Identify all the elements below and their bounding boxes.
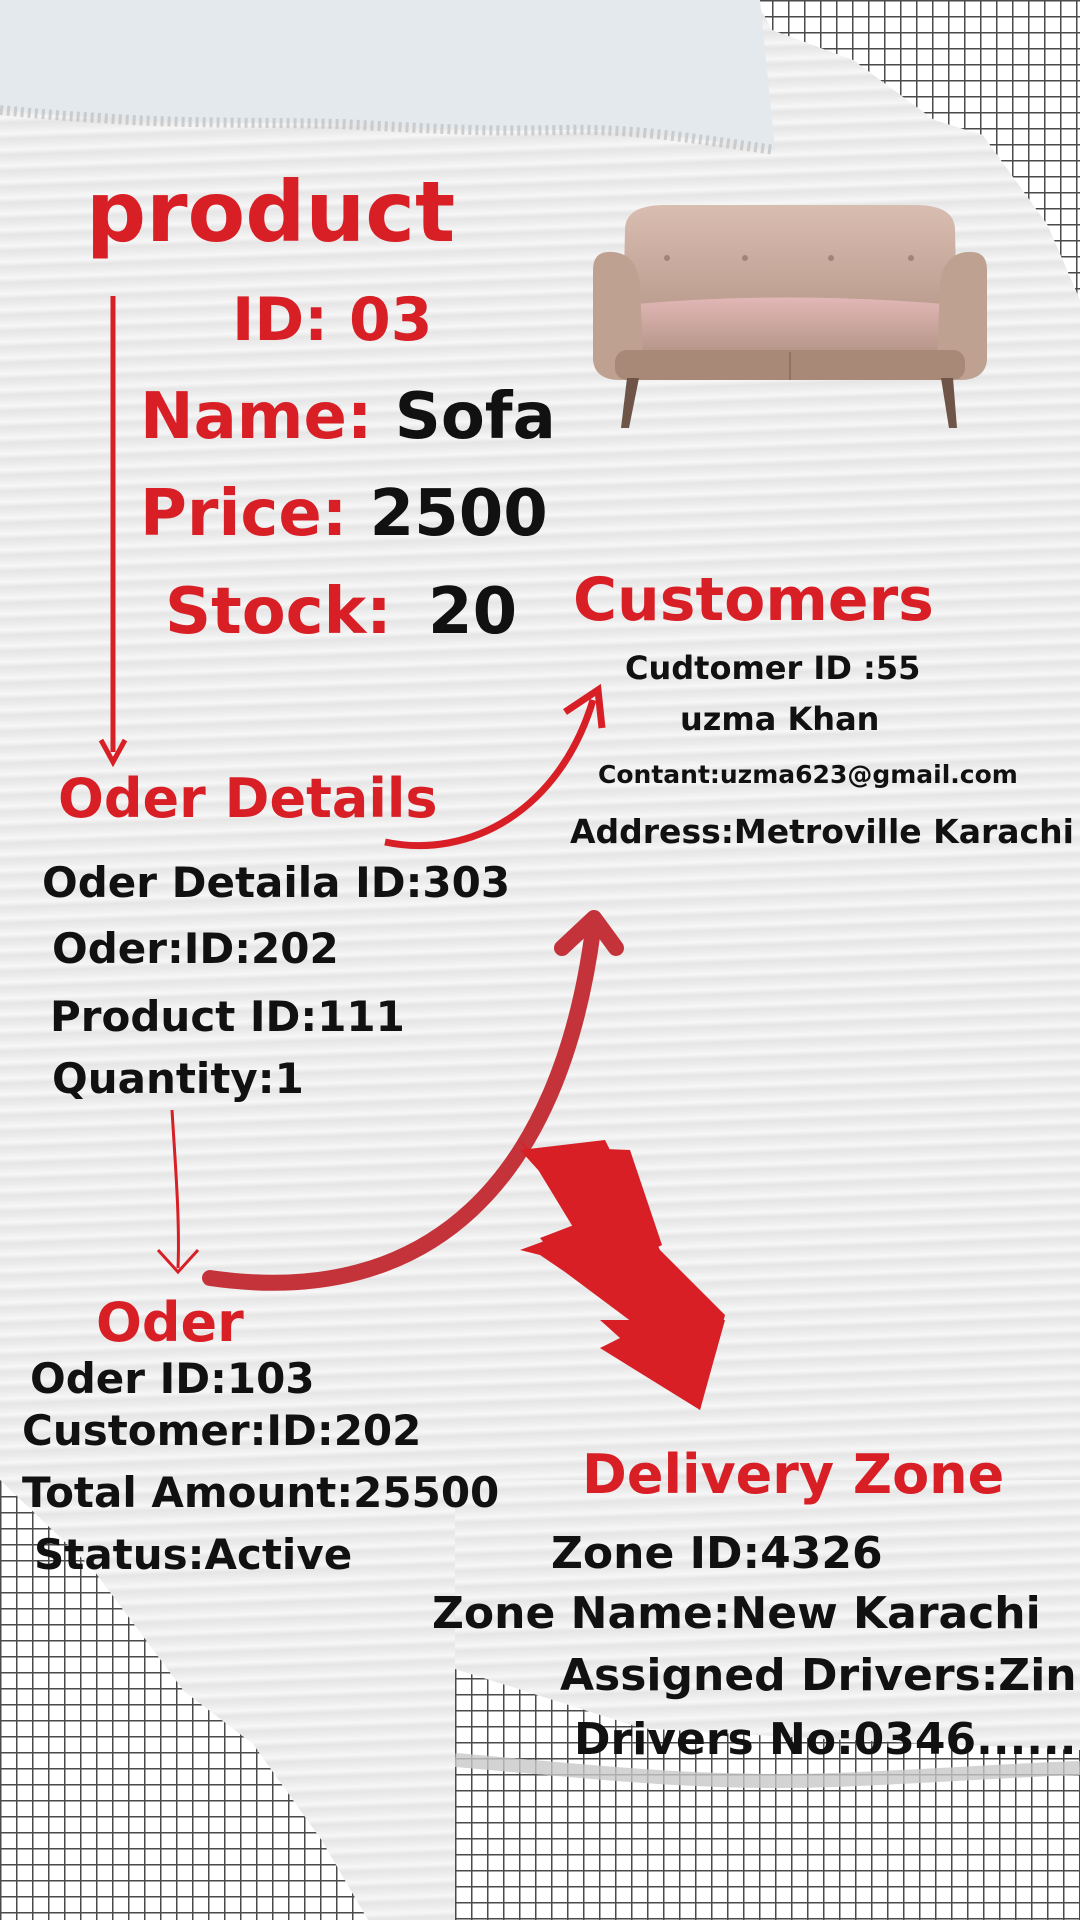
- customers-title: Customers: [573, 565, 934, 635]
- order-details-title: Oder Details: [58, 767, 438, 830]
- paper-overlay-bottom: [455, 1480, 1080, 1750]
- product-stock-row: Stock: 20: [165, 580, 517, 644]
- arrow-order-details-to-order: [170, 1109, 180, 1269]
- order-customer-id: Customer:ID:202: [22, 1406, 422, 1455]
- order-details-quantity: Quantity:1: [52, 1054, 304, 1103]
- delivery-zone-id: Zone ID:4326: [551, 1528, 883, 1579]
- order-id: Oder ID:103: [30, 1354, 315, 1403]
- delivery-zone-name: Zone Name:New Karachi: [432, 1588, 1041, 1639]
- delivery-assigned-drivers: Assigned Drivers:Zin: [560, 1650, 1077, 1701]
- sofa-image: [593, 205, 987, 428]
- torn-edge-bottom: [455, 1753, 1080, 1788]
- order-details-product-id: Product ID:111: [50, 992, 405, 1041]
- customer-contact: Contant:uzma623@gmail.com: [598, 760, 1018, 789]
- torn-edge-top: [0, 0, 776, 155]
- product-stock-label: Stock:: [165, 575, 392, 649]
- arrow-order-details-to-customers: [384, 698, 597, 849]
- product-name-value: Sofa: [394, 380, 556, 454]
- arrow-order-to-customers: [202, 922, 601, 1291]
- order-total-amount: Total Amount:25500: [22, 1468, 500, 1517]
- product-title: product: [86, 163, 456, 261]
- order-detail-id: Oder Detaila ID:303: [42, 858, 511, 907]
- product-name-row: Name: Sofa: [140, 385, 556, 449]
- customer-address: Address:Metroville Karachi: [570, 812, 1074, 851]
- arrow-to-delivery-zone: [520, 1140, 725, 1410]
- customer-id: Cudtomer ID :55: [625, 649, 921, 687]
- product-name-label: Name:: [140, 380, 373, 454]
- product-price-row: Price: 2500: [140, 482, 548, 546]
- order-details-order-id: Oder:ID:202: [52, 924, 339, 973]
- delivery-drivers-no: Drivers No:0346.......: [574, 1714, 1080, 1765]
- delivery-zone-title: Delivery Zone: [582, 1443, 1005, 1506]
- customer-name: uzma Khan: [680, 700, 880, 738]
- order-status: Status:Active: [34, 1530, 353, 1579]
- product-stock-value: 20: [428, 575, 518, 649]
- product-price-label: Price:: [140, 477, 348, 551]
- order-title: Oder: [96, 1291, 244, 1354]
- product-price-value: 2500: [369, 477, 548, 551]
- product-id: ID: 03: [232, 285, 433, 355]
